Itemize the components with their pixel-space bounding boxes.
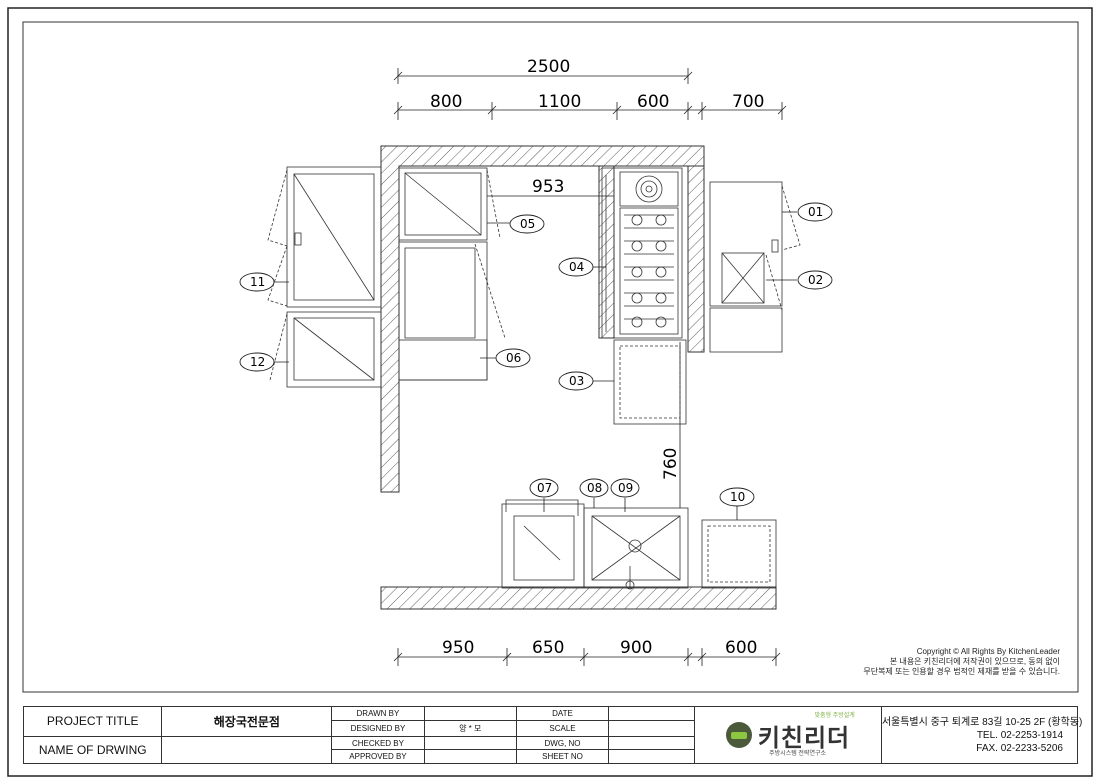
tag-06: 06 [506,351,521,365]
company-address: 서울특별시 중구 퇴계로 83길 10-25 2F (황학동) [881,716,1083,728]
tag-05: 05 [520,217,535,231]
tag-12: 12 [250,355,265,369]
gas-range-04 [601,167,683,339]
tag-02: 02 [808,273,823,287]
dimension-lines-top [393,68,787,120]
scale-label: SCALE [515,719,610,737]
dim-bottom-1: 950 [442,638,474,658]
date-value [608,706,696,721]
tag-07: 07 [537,481,552,495]
logo-sub: 주방시스템 전략연구소 [769,751,827,757]
worktable-03 [613,339,687,425]
approved-by-label: APPROVED BY [331,749,425,764]
dwg-no-label: DWG, NO [515,735,610,751]
copyright-line-1: Copyright © All Rights By KitchenLeader [916,647,1060,656]
dim-953: 953 [532,177,564,197]
logo-mark-icon [725,722,752,748]
checked-by-value [423,735,517,751]
approved-by-value [423,749,517,764]
tag-10: 10 [730,490,745,504]
equipment-01-02 [709,181,801,353]
designed-by-value: 양 * 모 [423,719,517,737]
dim-760: 760 [661,448,681,480]
dim-top-total: 2500 [527,57,570,77]
dim-top-3: 600 [637,92,669,112]
copyright-line-3: 무단복제 또는 인용할 경우 법적인 제재를 받을 수 있습니다. [863,667,1060,676]
designed-by-label: DESIGNED BY [331,719,425,737]
refrigerator-11-12 [267,166,382,388]
tag-09: 09 [618,481,633,495]
company-tel: TEL. 02-2253-1914 [976,729,1063,741]
sheet-no-label: SHEET NO [515,749,610,764]
tag-08: 08 [587,481,602,495]
drawn-by-value [423,706,517,721]
name-of-drawing-value [161,735,333,765]
inner-dimension-lines [487,195,681,508]
tag-callouts [269,211,797,520]
dwg-no-value [608,735,696,751]
dim-top-2: 1100 [538,92,581,112]
scale-value [608,719,696,737]
sheet-frame [7,7,1093,777]
tag-01: 01 [808,205,823,219]
sheet-no-value [608,749,696,764]
dim-bottom-2: 650 [532,638,564,658]
checked-by-label: CHECKED BY [331,735,425,751]
title-block: PROJECT TITLE 해장국전문점 DRAWN BY DATE 키친리더 … [22,706,1083,765]
date-label: DATE [515,706,610,721]
dimension-lines-bottom [393,648,781,666]
name-of-drawing-label: NAME OF DRWING [22,735,163,765]
tag-03: 03 [569,374,584,388]
tag-bubbles [239,202,833,507]
dim-top-1: 800 [430,92,462,112]
logo-tagline: 맞춤형 주방설계 [814,713,855,719]
company-logo: 키친리더 맞춤형 주방설계 주방시스템 전략연구소 [694,706,882,764]
worktable-10 [701,519,777,589]
logo-name: 키친리더 [757,723,851,752]
tag-04: 04 [569,260,584,274]
dim-bottom-3: 900 [620,638,652,658]
copyright-line-2: 본 내용은 키친리더에 저작권이 있으므로, 동의 없이 [889,657,1060,666]
refrigerator-05-06 [398,167,506,381]
drawing-border [22,21,1079,693]
dim-top-4: 700 [732,92,764,112]
drawn-by-label: DRAWN BY [331,706,425,721]
sink-dishwasher-07-09 [501,499,689,590]
company-fax: FAX. 02-2233-5206 [976,742,1063,754]
copyright-notice: Copyright © All Rights By KitchenLeader … [863,647,1060,677]
dim-bottom-4: 600 [725,638,757,658]
project-title-label: PROJECT TITLE [22,706,163,737]
company-address-block: 서울특별시 중구 퇴계로 83길 10-25 2F (황학동) TEL. 02-… [880,706,1083,764]
project-title-value: 해장국전문점 [161,706,333,737]
tag-11: 11 [250,275,265,289]
